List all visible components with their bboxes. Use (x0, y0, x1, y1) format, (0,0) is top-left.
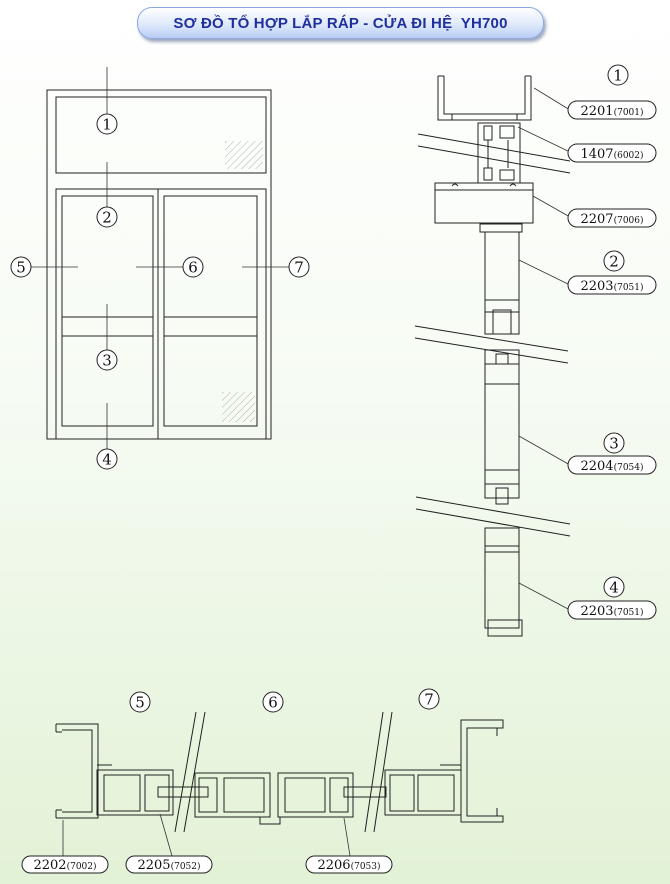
horizontal-section-drawing (55, 711, 504, 857)
profile-label-2201: 2201(7001) (567, 100, 657, 120)
elevation-marker-7: 7 (288, 256, 310, 278)
section-marker-1: 1 (607, 64, 629, 86)
svg-text:7: 7 (294, 259, 304, 277)
section-marker-2: 2 (603, 250, 625, 272)
door-elevation (31, 67, 289, 449)
elevation-marker-2: 2 (96, 206, 118, 228)
svg-text:2206(7053): 2206(7053) (317, 858, 380, 873)
svg-text:2207(7006): 2207(7006) (580, 212, 643, 227)
profile-label-2205: 2205(7052) (125, 855, 213, 874)
svg-text:1: 1 (102, 116, 112, 134)
svg-text:2: 2 (609, 253, 619, 271)
svg-text:2204(7054): 2204(7054) (580, 459, 643, 474)
svg-text:2203(7051): 2203(7051) (580, 604, 643, 619)
elevation-marker-6: 6 (182, 256, 204, 278)
svg-text:1407(6002): 1407(6002) (580, 147, 643, 162)
profile-label-2204: 2204(7054) (567, 455, 657, 475)
svg-text:7: 7 (424, 691, 434, 709)
svg-text:2: 2 (102, 209, 112, 227)
vertical-section-drawing (414, 75, 571, 637)
elevation-marker-3: 3 (96, 349, 118, 371)
section-marker-5: 5 (129, 691, 151, 713)
svg-text:5: 5 (135, 694, 145, 712)
elevation-marker-5: 5 (10, 256, 32, 278)
elevation-marker-1: 1 (96, 113, 118, 135)
svg-text:5: 5 (16, 259, 26, 277)
title-banner: SƠ ĐỒ TỔ HỢP LẮP RÁP - CỬA ĐI HỆ YH700 (137, 7, 544, 39)
svg-text:2202(7002): 2202(7002) (33, 858, 96, 873)
svg-text:4: 4 (609, 579, 619, 597)
svg-text:3: 3 (102, 352, 112, 370)
profile-label-2202: 2202(7002) (21, 855, 109, 874)
profile-label-2206: 2206(7053) (305, 855, 393, 874)
profile-label-2203-top: 2203(7051) (567, 275, 657, 295)
svg-text:6: 6 (268, 694, 278, 712)
section-marker-6: 6 (262, 691, 284, 713)
section-marker-4: 4 (603, 576, 625, 598)
section-marker-3: 3 (603, 432, 625, 454)
elevation-marker-4: 4 (96, 448, 118, 470)
profile-label-2207: 2207(7006) (567, 208, 657, 228)
page-title: SƠ ĐỒ TỔ HỢP LẮP RÁP - CỬA ĐI HỆ YH700 (173, 14, 508, 32)
svg-text:3: 3 (609, 435, 619, 453)
profile-label-1407: 1407(6002) (567, 143, 657, 163)
svg-text:2203(7051): 2203(7051) (580, 279, 643, 294)
svg-text:2201(7001): 2201(7001) (580, 104, 643, 119)
svg-text:2205(7052): 2205(7052) (137, 858, 200, 873)
svg-text:6: 6 (188, 259, 198, 277)
profile-label-2203-bottom: 2203(7051) (567, 600, 657, 620)
svg-text:4: 4 (102, 451, 112, 469)
svg-text:1: 1 (613, 67, 623, 85)
section-marker-7: 7 (418, 688, 440, 710)
